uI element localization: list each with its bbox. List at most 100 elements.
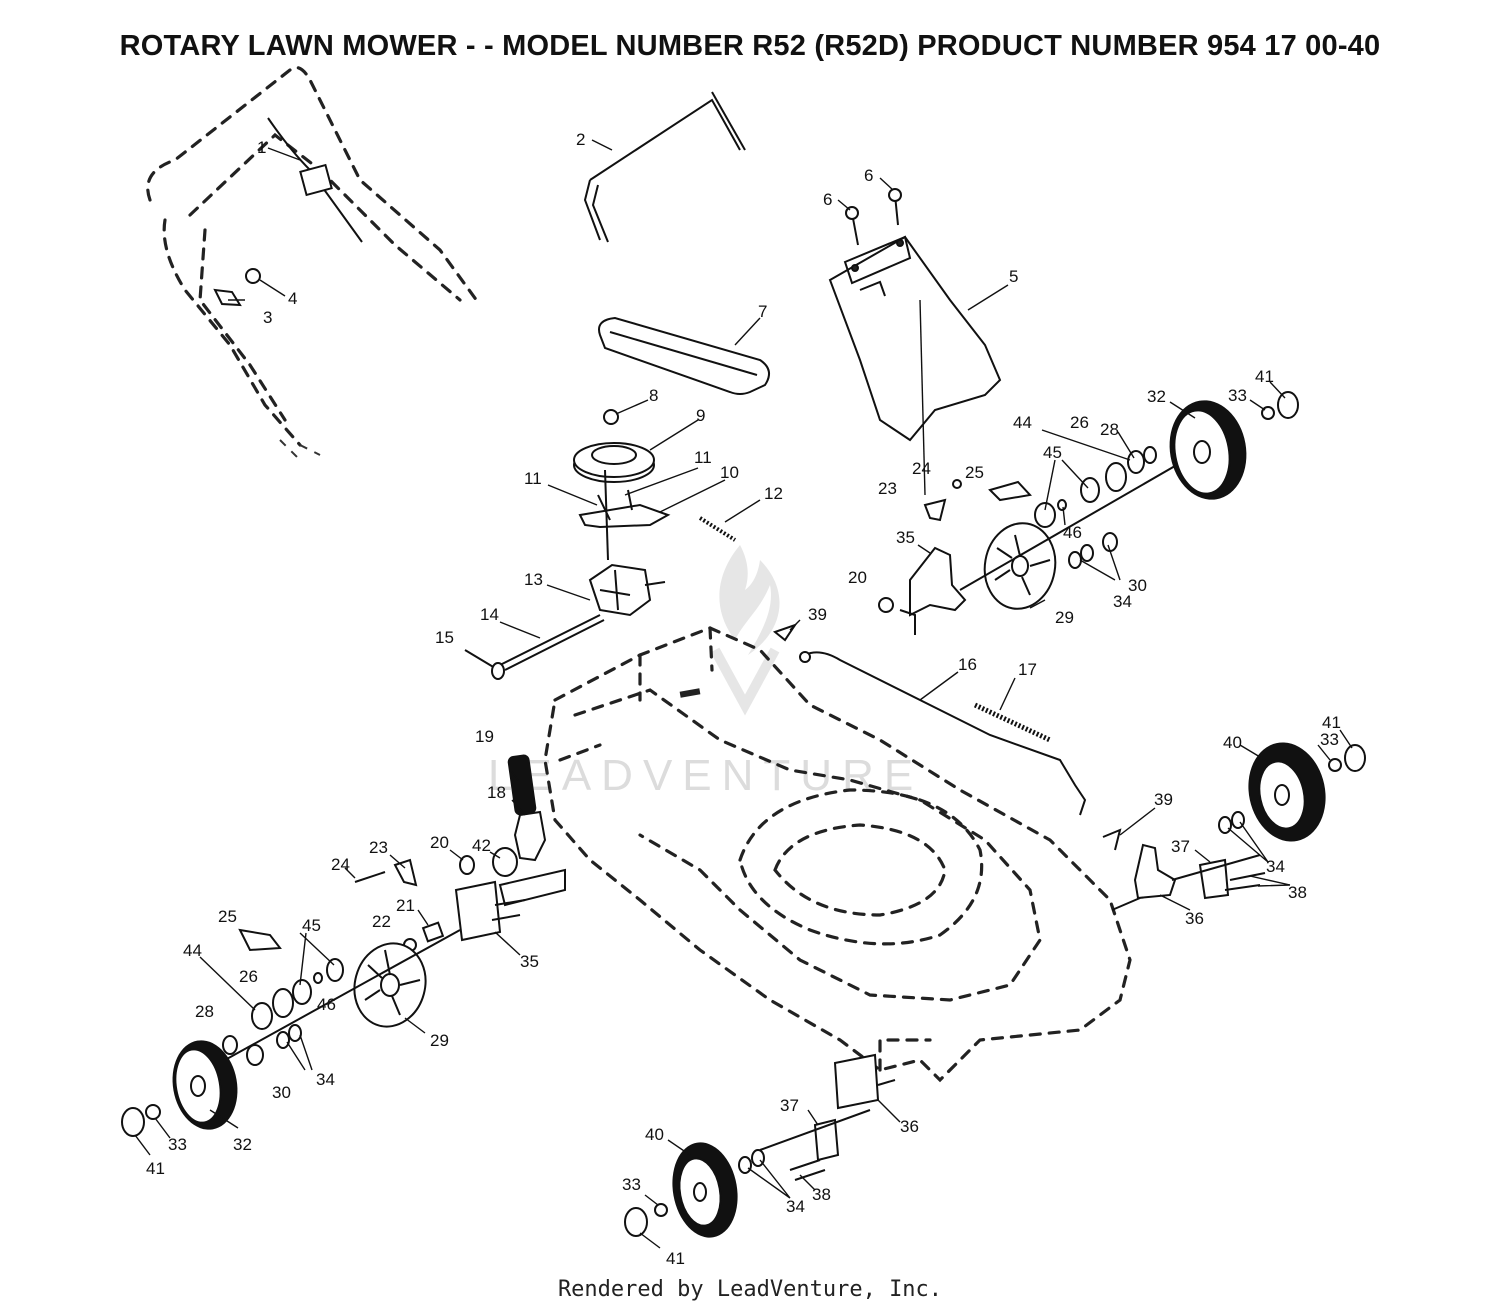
callout-32b: 32 (1147, 387, 1166, 406)
axle-bracket-left (454, 880, 526, 942)
callout-21: 21 (396, 896, 415, 915)
callout-18: 18 (487, 783, 506, 802)
washers-34-front-left (738, 1149, 765, 1174)
drive-belt (598, 316, 770, 395)
watermark-text: LEADVENTURE (488, 751, 923, 800)
callout-17: 17 (1018, 660, 1037, 679)
callout-23a: 23 (369, 838, 388, 857)
front-wheel-left (672, 1142, 738, 1238)
clip-20-left (459, 855, 475, 875)
callout-34b: 34 (1113, 592, 1132, 611)
callout-7: 7 (758, 302, 767, 321)
callout-3: 3 (263, 308, 272, 327)
callout-14: 14 (480, 605, 499, 624)
control-bail (583, 91, 746, 243)
axle-washer-15 (464, 649, 505, 680)
nut-33-front-left (654, 1203, 668, 1217)
footer-credit: Rendered by LeadVenture, Inc. (557, 1277, 943, 1302)
callout-38a: 38 (1288, 883, 1307, 902)
callout-33a: 33 (168, 1135, 187, 1154)
callout-41a: 41 (146, 1159, 165, 1178)
adjuster-23-left (393, 858, 418, 887)
bolt-24-right (952, 479, 962, 489)
gear-assembly-left (238, 928, 344, 1030)
callout-12: 12 (764, 484, 783, 503)
callout-13: 13 (524, 570, 543, 589)
callout-39a: 39 (808, 605, 827, 624)
transmission-bracket (578, 489, 671, 529)
spring-17 (973, 702, 1052, 743)
callout-46b: 46 (1063, 523, 1082, 542)
callout-39b: 39 (1154, 790, 1173, 809)
diagram-title: ROTARY LAWN MOWER - - MODEL NUMBER R52 (… (119, 30, 1381, 62)
callout-33c: 33 (1320, 730, 1339, 749)
callout-22: 22 (372, 912, 391, 931)
callout-28a: 28 (195, 1002, 214, 1021)
control-cable (267, 117, 363, 243)
callout-29b: 29 (1055, 608, 1074, 627)
washers-left (222, 1024, 302, 1066)
hairpin-clips (772, 623, 1122, 851)
callout-4: 4 (288, 289, 297, 308)
transmission (588, 469, 666, 617)
callout-45a: 45 (302, 916, 321, 935)
callout-26b: 26 (1070, 413, 1089, 432)
callout-20a: 20 (430, 833, 449, 852)
callout-37a: 37 (1171, 837, 1190, 856)
callout-44a: 44 (183, 941, 202, 960)
callout-41b: 41 (1255, 367, 1274, 386)
callout-10: 10 (720, 463, 739, 482)
callout-26a: 26 (239, 967, 258, 986)
callout-30b: 30 (1128, 576, 1147, 595)
callout-6b: 6 (864, 166, 873, 185)
cap-41-front-right (1344, 744, 1366, 772)
handle-outline (146, 66, 482, 461)
callout-36a: 36 (1185, 909, 1204, 928)
callout-11a: 11 (524, 469, 542, 488)
rear-wheel-left (172, 1040, 238, 1130)
callout-45b: 45 (1043, 443, 1062, 462)
cap-41-right (1277, 391, 1299, 419)
handle-knob-bolt (213, 268, 261, 307)
callout-19: 19 (475, 727, 494, 746)
callout-24a: 24 (331, 855, 350, 874)
cap-41-left (121, 1107, 145, 1137)
front-bracket-left (833, 1053, 896, 1110)
hubcap-29-right (983, 522, 1057, 610)
cap-41-front-left (624, 1207, 648, 1237)
callout-6a: 6 (823, 190, 832, 209)
deflector-screws (845, 188, 902, 246)
callout-24b: 24 (912, 459, 931, 478)
adjuster-23-right (923, 498, 947, 522)
callout-28b: 28 (1100, 420, 1119, 439)
front-axle-37-right (1171, 854, 1261, 900)
axle-left (224, 929, 461, 1061)
front-bracket-right (1111, 843, 1177, 911)
callout-29a: 29 (430, 1031, 449, 1050)
callout-33b: 33 (1228, 386, 1247, 405)
rear-wheel-right (1169, 400, 1247, 500)
callout-25a: 25 (218, 907, 237, 926)
callout-11b: 11 (694, 448, 712, 467)
callout-34d: 34 (786, 1197, 805, 1216)
callout-16: 16 (958, 655, 977, 674)
callout-2: 2 (576, 130, 585, 149)
height-lever (498, 754, 566, 907)
callout-35b: 35 (896, 528, 915, 547)
nut-33-left (145, 1104, 161, 1120)
callout-32a: 32 (233, 1135, 252, 1154)
callout-23b: 23 (878, 479, 897, 498)
grass-deflector (828, 235, 1002, 442)
callout-15: 15 (435, 628, 454, 647)
hubcap-29-left (353, 942, 427, 1028)
callout-40b: 40 (645, 1125, 664, 1144)
gear-assembly-right (988, 446, 1157, 528)
bolts-38-right (1224, 872, 1266, 891)
callout-25b: 25 (965, 463, 984, 482)
washer-42 (492, 847, 518, 877)
callout-8: 8 (649, 386, 658, 405)
callout-38b: 38 (812, 1185, 831, 1204)
callout-34c: 34 (1266, 857, 1285, 876)
leader-lines (134, 139, 1353, 1249)
